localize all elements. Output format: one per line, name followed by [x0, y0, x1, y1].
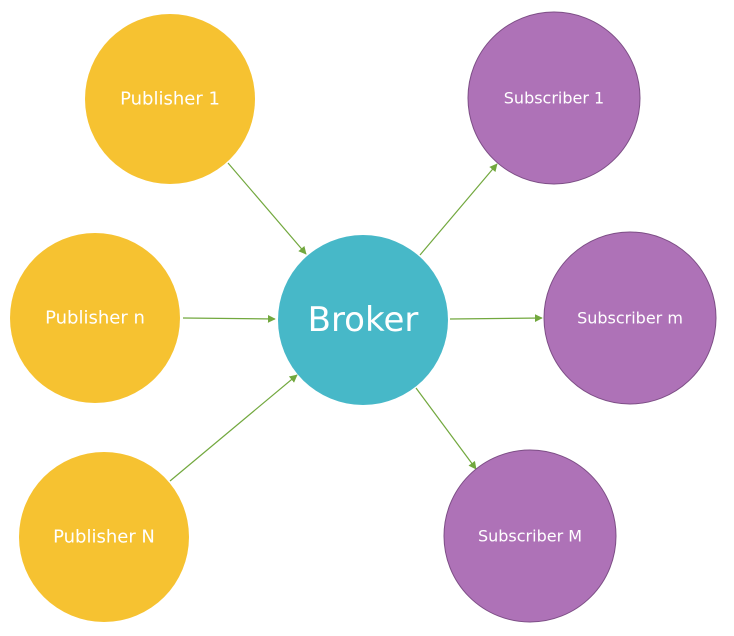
edge-publisher-N-to-broker — [169, 374, 298, 482]
subscriber-1-circle — [467, 11, 641, 185]
edge-broker-to-subscriber-1 — [419, 163, 498, 256]
publisher-N-label: Publisher N — [53, 527, 155, 548]
subscriber-m-circle — [543, 231, 717, 405]
node-subscriber-M[interactable]: Subscriber M — [443, 449, 617, 623]
publisher-n-circle — [10, 233, 180, 403]
node-subscriber-1[interactable]: Subscriber 1 — [467, 11, 641, 185]
node-publisher-N[interactable]: Publisher N — [19, 452, 189, 622]
edge-publisher-1-to-broker — [227, 162, 307, 255]
broker-circle — [278, 235, 448, 405]
edges — [169, 162, 543, 482]
edge-broker-to-subscriber-M — [415, 387, 477, 470]
edge-publisher-n-to-broker — [182, 314, 276, 323]
subscriber-M-label: Subscriber M — [478, 527, 582, 546]
publisher-N-circle — [19, 452, 189, 622]
node-subscriber-m[interactable]: Subscriber m — [543, 231, 717, 405]
subscriber-1-label: Subscriber 1 — [504, 89, 604, 108]
node-broker[interactable]: Broker — [278, 235, 448, 405]
publisher-1-circle — [85, 14, 255, 184]
node-publisher-1[interactable]: Publisher 1 — [85, 14, 255, 184]
subscriber-m-label: Subscriber m — [577, 309, 683, 328]
edge-broker-to-subscriber-m — [449, 314, 543, 323]
node-publisher-n[interactable]: Publisher n — [10, 233, 180, 403]
publisher-n-label: Publisher n — [45, 308, 145, 329]
broker-label: Broker — [308, 300, 419, 340]
publisher-1-label: Publisher 1 — [120, 89, 220, 110]
subscriber-M-circle — [443, 449, 617, 623]
